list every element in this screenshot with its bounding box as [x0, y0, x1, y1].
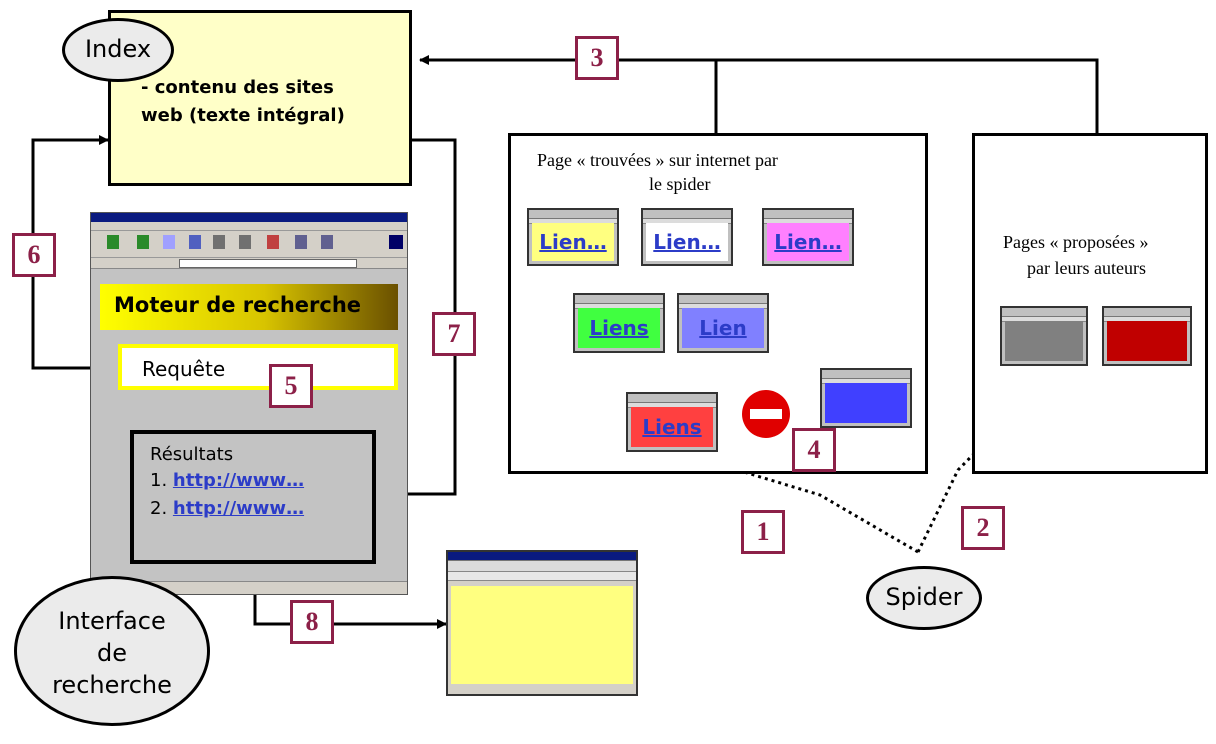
page-darkred	[1102, 306, 1192, 366]
browser-menubar	[91, 222, 407, 231]
page-pink: Lien…	[762, 208, 854, 266]
page-red: Liens	[626, 392, 718, 452]
engine-title: Moteur de recherche	[114, 293, 362, 317]
browser-toolbar	[91, 231, 407, 258]
index-box: - contenu des sites web (texte intégral)	[108, 10, 412, 186]
search-interface-line1: Interface	[58, 607, 166, 635]
page-white: Lien…	[641, 208, 733, 266]
link-red[interactable]: Liens	[642, 415, 702, 439]
step-2-badge: 2	[961, 506, 1005, 550]
page-grey	[1000, 306, 1088, 366]
index-label: Index	[84, 35, 152, 63]
search-interface-line3: recherche	[52, 671, 172, 699]
link-green[interactable]: Liens	[589, 316, 649, 340]
result-1-number: 1.	[150, 470, 168, 491]
index-content-line1: - contenu des sites	[141, 77, 334, 98]
index-content-line2: web (texte intégral)	[141, 105, 345, 126]
browser-titlebar	[91, 213, 407, 222]
result-1: 1. http://www…	[150, 470, 304, 491]
search-interface-line2: de	[97, 639, 127, 667]
query-text: Requête	[142, 357, 226, 381]
proposed-caption-line2: par leurs auteurs	[1027, 258, 1146, 278]
address-field[interactable]	[179, 259, 357, 268]
page-blue: Lien	[677, 293, 769, 353]
results-box: Résultats 1. http://www… 2. http://www…	[130, 430, 376, 564]
page-green: Liens	[573, 293, 665, 353]
arrow-3	[419, 55, 1099, 133]
engine-banner: Moteur de recherche	[100, 284, 398, 330]
result-2-link[interactable]: http://www…	[172, 498, 305, 519]
link-blue[interactable]: Lien	[699, 316, 747, 340]
step-6-badge: 6	[12, 233, 56, 277]
proposed-caption-line1: Pages « proposées »	[1003, 232, 1149, 252]
spider-label: Spider	[885, 583, 963, 611]
results-title: Résultats	[150, 444, 234, 465]
result-1-link[interactable]: http://www…	[172, 470, 305, 491]
found-pages-caption-line1: Page « trouvées » sur internet par	[537, 150, 778, 170]
step-4-badge: 4	[792, 428, 836, 472]
step-5-badge: 5	[269, 364, 313, 408]
result-2: 2. http://www…	[150, 498, 304, 519]
stop-sign-icon	[742, 390, 790, 438]
step-7-badge: 7	[432, 312, 476, 356]
result-2-number: 2.	[150, 498, 168, 519]
search-interface-ellipse: Interface de recherche	[14, 576, 210, 726]
step-3-badge: 3	[575, 36, 619, 80]
link-pink[interactable]: Lien…	[774, 230, 842, 254]
query-field[interactable]: Requête	[118, 344, 398, 390]
link-white[interactable]: Lien…	[653, 230, 721, 254]
spider-ellipse: Spider	[866, 566, 982, 630]
result-page-body	[451, 586, 633, 684]
browser-address-bar	[91, 258, 407, 269]
page-yellow: Lien…	[527, 208, 619, 266]
page-blocked	[820, 368, 912, 428]
result-page-window	[446, 550, 638, 696]
index-ellipse: Index	[62, 18, 174, 82]
proposed-pages-panel: Pages « proposées » par leurs auteurs	[972, 133, 1208, 474]
step-8-badge: 8	[290, 600, 334, 644]
link-yellow[interactable]: Lien…	[539, 230, 607, 254]
found-pages-caption-line2: le spider	[649, 174, 711, 194]
step-1-badge: 1	[741, 510, 785, 554]
